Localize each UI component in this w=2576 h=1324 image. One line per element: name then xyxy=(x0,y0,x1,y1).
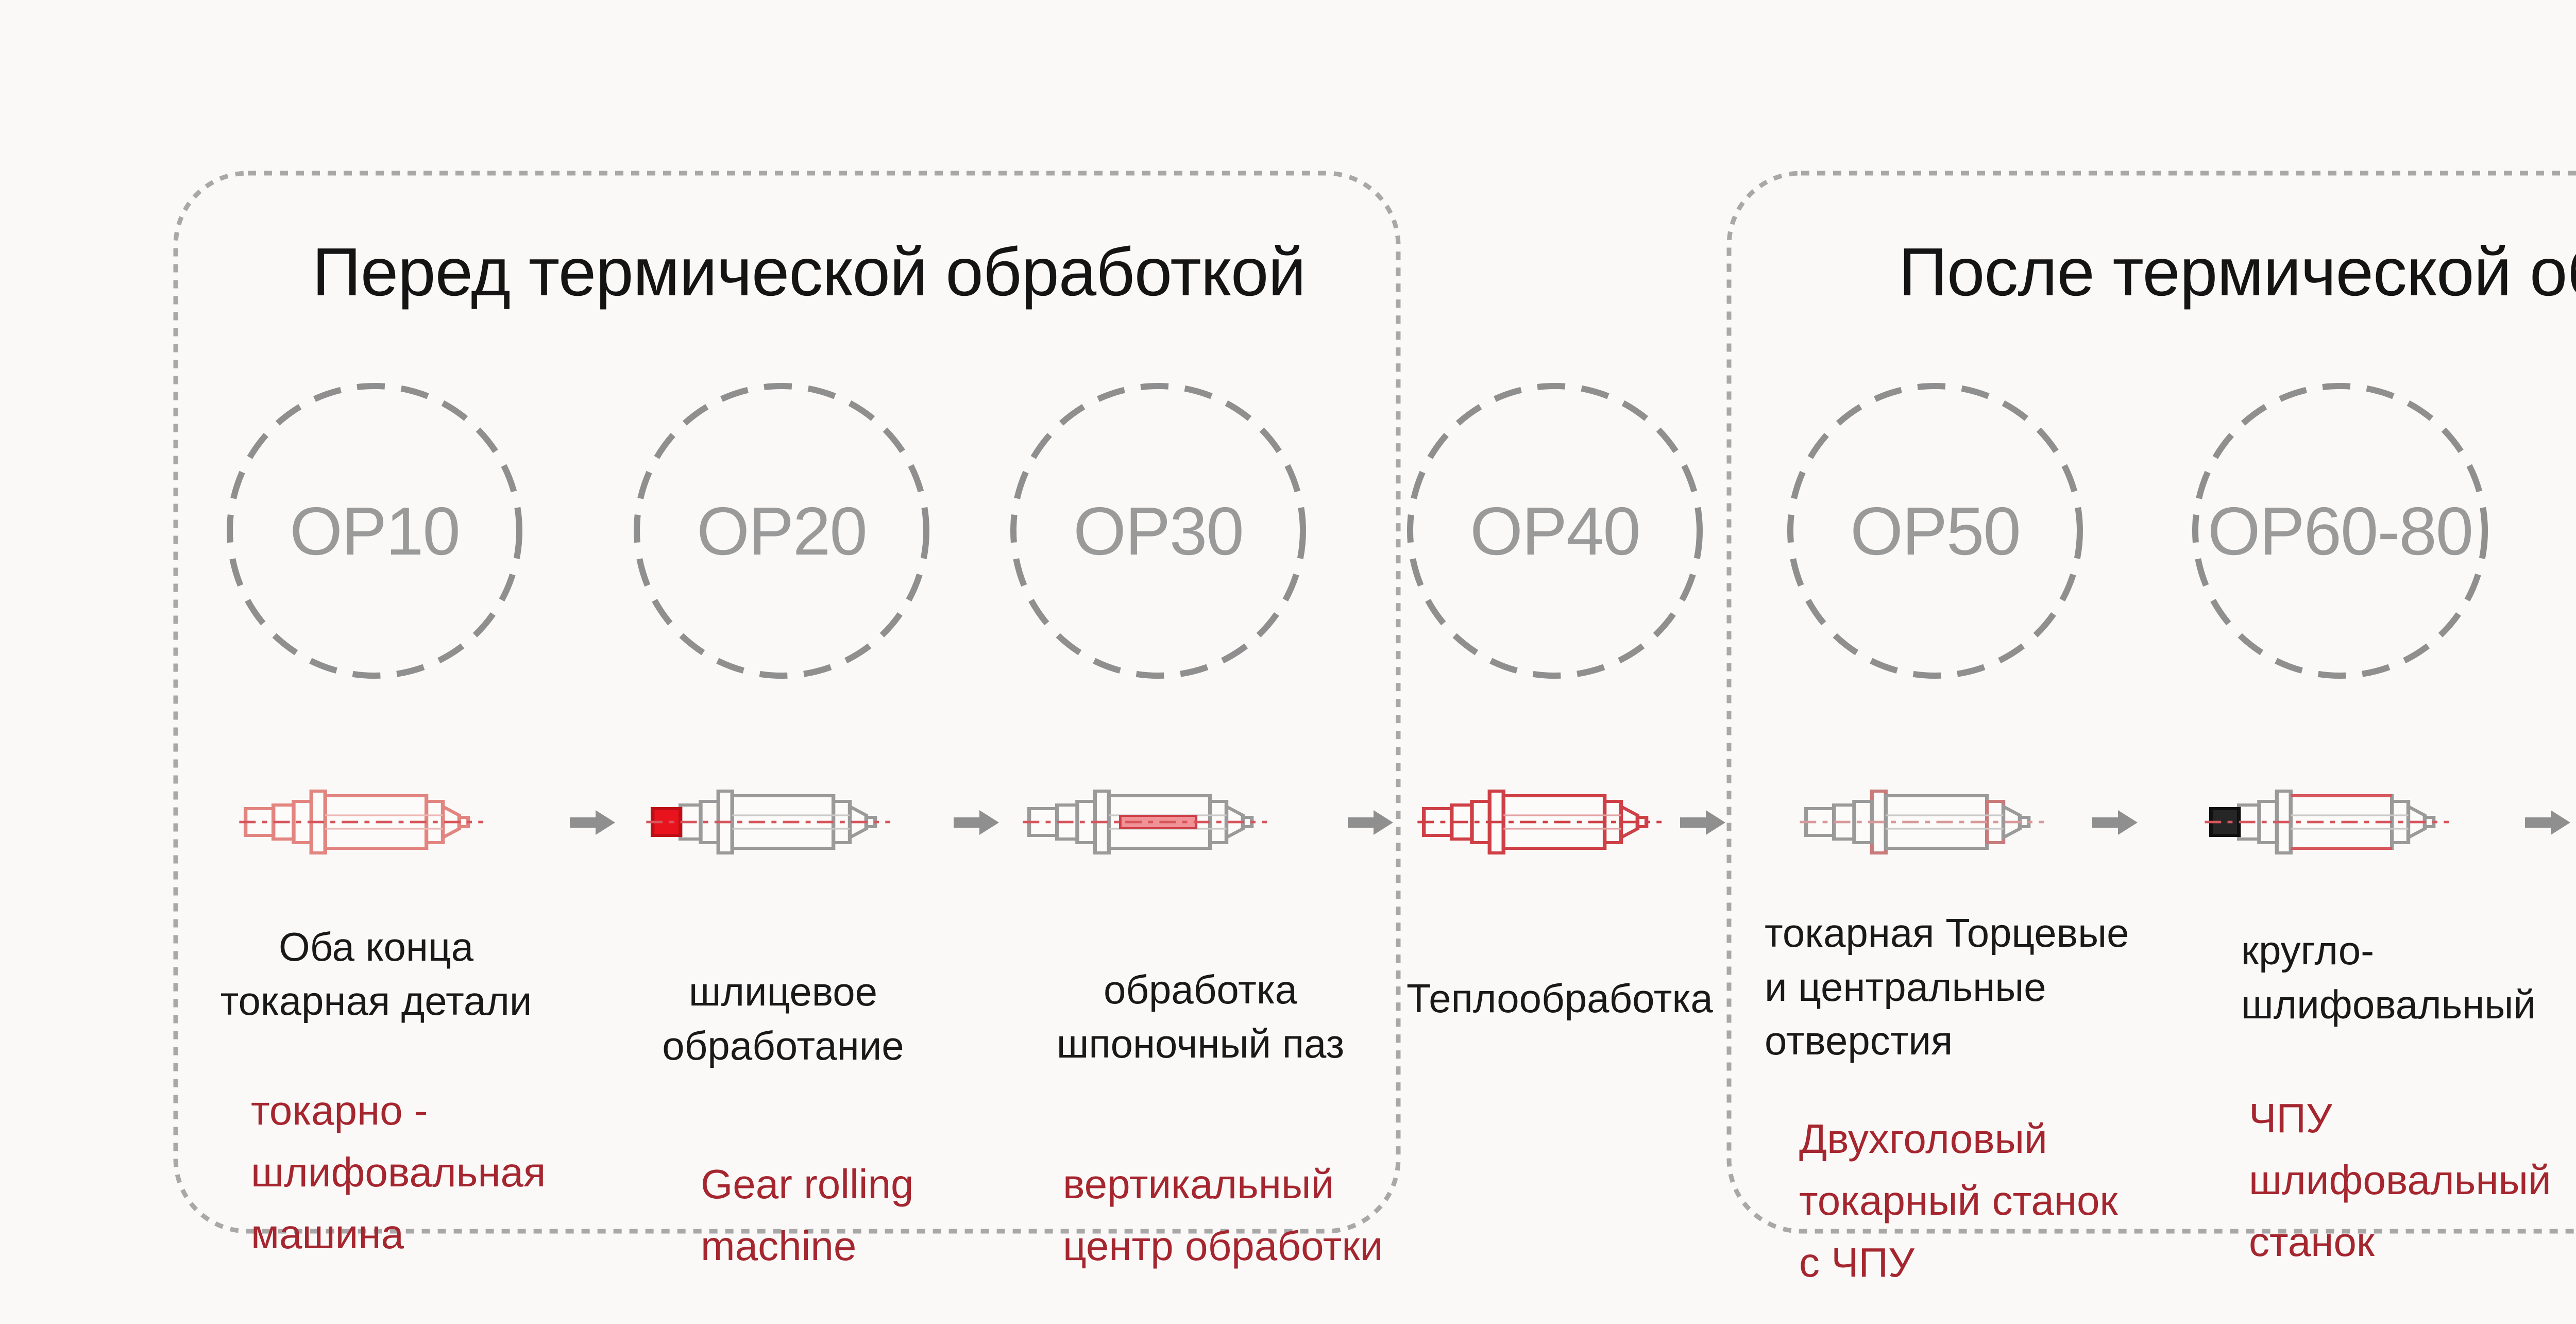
arrow-right-icon xyxy=(2525,810,2570,835)
op10-circle: OP10 xyxy=(225,381,524,680)
section-title-before: Перед термической обработкой xyxy=(312,234,1306,310)
op60-80-machine-label: ЧПУ шлифовальный станок xyxy=(2249,1095,2551,1265)
op30-label: OP30 xyxy=(1073,493,1244,569)
section-title-after: После термической обработки xyxy=(1899,234,2576,310)
dashed-circle-icon xyxy=(634,383,929,679)
op10-shaft-drawing xyxy=(239,790,484,854)
op40-circle: OP40 xyxy=(1405,381,1704,680)
arrow-right-icon xyxy=(1348,810,1393,835)
op50-machine-label: Двухголовый токарный станок с ЧПУ xyxy=(1799,1116,2118,1285)
op10-label: OP10 xyxy=(290,493,461,569)
dashed-circle-icon xyxy=(1407,383,1703,679)
dashed-circle-icon xyxy=(1010,383,1306,679)
arrow-right-icon xyxy=(954,810,999,835)
op50-circle: OP50 xyxy=(1786,381,2084,680)
before-heat-treatment-box xyxy=(173,171,1401,1234)
op40-operation-label: Теплообработка xyxy=(1406,976,1713,1021)
op20-machine-label: Gear rolling machine xyxy=(701,1161,914,1269)
op50-shaft-drawing xyxy=(1800,790,2044,854)
arrow-right-icon xyxy=(1680,810,1725,835)
op60-80-label: OP60-80 xyxy=(2207,493,2473,569)
op20-operation-label: шлицевое обработание xyxy=(662,969,904,1068)
dashed-circle-icon xyxy=(2192,383,2488,679)
op60-80-operation-label: кругло- шлифовальный xyxy=(2241,928,2536,1027)
op20-label: OP20 xyxy=(697,493,868,569)
arrow-right-icon xyxy=(570,810,615,835)
op30-operation-label: обработка шпоночный паз xyxy=(1056,967,1345,1066)
op60-80-circle: OP60-80 xyxy=(2191,381,2489,680)
op30-shaft-drawing xyxy=(1023,790,1267,854)
dashed-circle-icon xyxy=(227,383,522,679)
op40-label: OP40 xyxy=(1470,493,1641,569)
op10-operation-label: Оба конца токарная детали xyxy=(220,924,532,1024)
dashed-circle-icon xyxy=(1787,383,2083,679)
op40-shaft-drawing xyxy=(1417,790,1662,854)
op60-80-shaft-drawing xyxy=(2205,790,2449,854)
after-heat-treatment-box xyxy=(1726,171,2576,1234)
op20-circle: OP20 xyxy=(632,381,931,680)
op10-machine-label: токарно - шлифовальная машина xyxy=(251,1087,546,1257)
op20-shaft-drawing xyxy=(646,790,891,854)
op50-operation-label: токарная Торцевые и центральные отверсти… xyxy=(1765,910,2129,1064)
op50-label: OP50 xyxy=(1850,493,2021,569)
op30-circle: OP30 xyxy=(1009,381,1308,680)
arrow-right-icon xyxy=(2092,810,2138,835)
op30-machine-label: вертикальный центр обработки xyxy=(1063,1161,1383,1269)
